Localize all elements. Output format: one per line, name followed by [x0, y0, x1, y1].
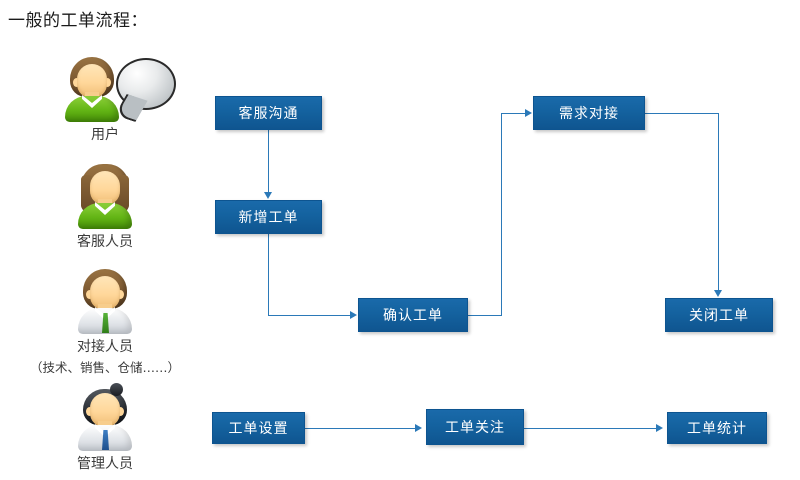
node-customer-service-communication[interactable]: 客服沟通: [215, 96, 322, 130]
edge-follow-to-statistics: [524, 428, 657, 429]
edge-create-to-confirm-horizontal: [268, 315, 351, 316]
node-ticket-follow[interactable]: 工单关注: [426, 409, 524, 445]
node-requirement-handoff[interactable]: 需求对接: [533, 96, 645, 130]
edge-communication-to-create: [268, 130, 269, 193]
actor-label: 管理人员: [77, 456, 133, 472]
edge-settings-to-follow: [305, 428, 416, 429]
speech-bubble-icon: [116, 58, 176, 110]
actor-support-staff: 客服人员: [20, 163, 190, 251]
node-create-ticket[interactable]: 新增工单: [215, 200, 322, 234]
node-close-ticket[interactable]: 关闭工单: [665, 298, 773, 332]
edge-confirm-to-requirement-vertical: [501, 113, 502, 316]
actor-label: 对接人员: [77, 339, 133, 355]
arrowhead-down: [264, 192, 272, 199]
actor-liaison-staff: 对接人员 （技术、销售、仓储……）: [20, 268, 190, 376]
person-tie-green-icon: [20, 268, 190, 334]
actor-manager: 管理人员: [20, 383, 190, 473]
actor-label: 客服人员: [77, 234, 133, 250]
node-ticket-settings[interactable]: 工单设置: [212, 412, 305, 444]
person-tie-blue-icon: [20, 383, 190, 451]
node-ticket-statistics[interactable]: 工单统计: [667, 412, 767, 444]
arrowhead-right: [656, 424, 663, 432]
edge-requirement-to-close-vertical: [718, 113, 719, 291]
person-with-speech-bubble-icon: [20, 56, 190, 122]
actor-sublabel: （技术、销售、仓储……）: [29, 360, 180, 375]
page-title: 一般的工单流程：: [8, 11, 148, 31]
arrowhead-down: [714, 290, 722, 297]
node-confirm-ticket[interactable]: 确认工单: [358, 298, 468, 332]
edge-create-to-confirm-vertical: [268, 234, 269, 315]
edge-confirm-to-requirement-h1: [468, 315, 502, 316]
arrowhead-right: [415, 424, 422, 432]
person-female-icon: [20, 163, 190, 229]
edge-requirement-to-close-horizontal: [645, 113, 719, 114]
edge-confirm-to-requirement-h2: [501, 113, 527, 114]
actor-user: 用户: [20, 56, 190, 144]
arrowhead-right: [525, 109, 532, 117]
arrowhead-right: [350, 311, 357, 319]
actor-label: 用户: [91, 127, 119, 143]
